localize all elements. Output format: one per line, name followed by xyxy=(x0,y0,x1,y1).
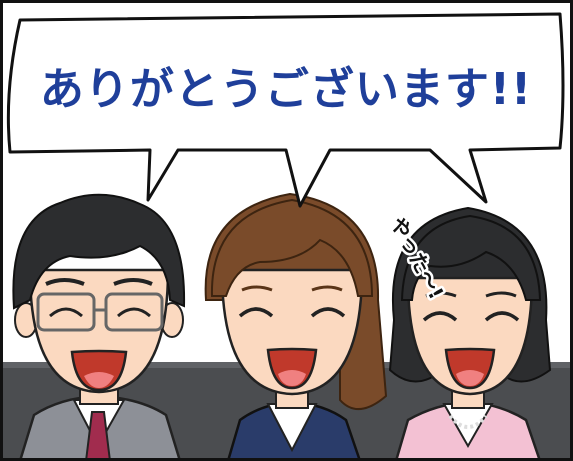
speech-main-text: ありがとうございます!! xyxy=(40,64,532,115)
speech-bubble xyxy=(6,12,565,208)
woman-center xyxy=(204,192,388,461)
woman-right xyxy=(388,206,552,461)
tie xyxy=(84,411,112,461)
man-with-glasses xyxy=(12,193,186,461)
glasses xyxy=(36,292,96,332)
